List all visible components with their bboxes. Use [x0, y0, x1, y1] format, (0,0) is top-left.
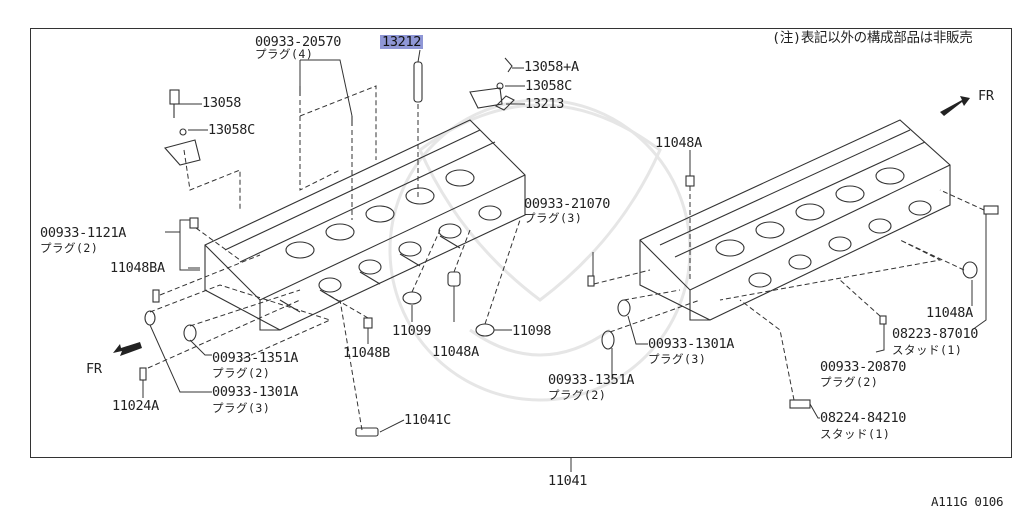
label-13058C-right: 13058C [525, 78, 572, 94]
label-00933-1351A-left: 00933-1351A [212, 350, 299, 366]
fr-arrow-left-icon [113, 342, 142, 356]
note-text: (注)表記以外の構成部品は非販売 [772, 30, 973, 46]
dashed-guide-lines [147, 85, 985, 431]
label-11048A-mid: 11048A [432, 344, 479, 360]
label-11024A: 11024A [112, 398, 159, 414]
label-11099: 11099 [392, 323, 432, 339]
label-13212-highlighted[interactable]: 13212 [380, 34, 424, 50]
label-13213: 13213 [525, 96, 565, 112]
label-00933-1301A-right-sub: プラグ(3) [648, 352, 707, 366]
label-00933-1121A-sub: プラグ(2) [40, 241, 99, 255]
label-11098: 11098 [512, 323, 552, 339]
diagram-frame [30, 28, 1012, 458]
label-00933-20870: 00933-20870 [820, 359, 907, 375]
label-08223-87010-sub: スタッド(1) [892, 343, 963, 357]
label-00933-1351A-left-sub: プラグ(2) [212, 366, 271, 380]
label-00933-21070: 00933-21070 [524, 196, 611, 212]
label-13058: 13058 [202, 95, 242, 111]
label-13058C-left: 13058C [208, 122, 255, 138]
label-00933-1301A-right: 00933-1301A [648, 336, 735, 352]
label-00933-21070-sub: プラグ(3) [524, 211, 583, 225]
label-11048A-right: 11048A [926, 305, 973, 321]
figure-code: A111G 0106 [931, 494, 1004, 509]
label-00933-1121A: 00933-1121A [40, 225, 127, 241]
label-00933-20570: 00933-20570 [255, 34, 342, 50]
label-13058A: 13058+A [524, 59, 579, 75]
right-cylinder-head [639, 119, 951, 321]
label-00933-1301A-left: 00933-1301A [212, 384, 299, 400]
fr-arrow-right-icon [940, 96, 970, 116]
label-11041C: 11041C [404, 412, 451, 428]
left-cylinder-head [204, 119, 526, 331]
label-08224-84210-sub: スタッド(1) [820, 427, 891, 441]
label-08223-87010: 08223-87010 [892, 326, 979, 342]
leader-lines [142, 49, 987, 472]
label-11041: 11041 [548, 473, 588, 489]
label-00933-20870-sub: プラグ(2) [820, 375, 879, 389]
label-11048BA: 11048BA [110, 260, 165, 276]
label-11048B: 11048B [343, 345, 390, 361]
label-00933-20570-sub: プラグ(4) [255, 47, 314, 61]
fr-label-right: FR [978, 88, 994, 104]
fr-label-left: FR [86, 361, 102, 377]
label-00933-1351A-right: 00933-1351A [548, 372, 635, 388]
label-00933-1301A-left-sub: プラグ(3) [212, 401, 271, 415]
label-08224-84210: 08224-84210 [820, 410, 907, 426]
label-00933-1351A-right-sub: プラグ(2) [548, 388, 607, 402]
label-11048A-top: 11048A [655, 135, 702, 151]
